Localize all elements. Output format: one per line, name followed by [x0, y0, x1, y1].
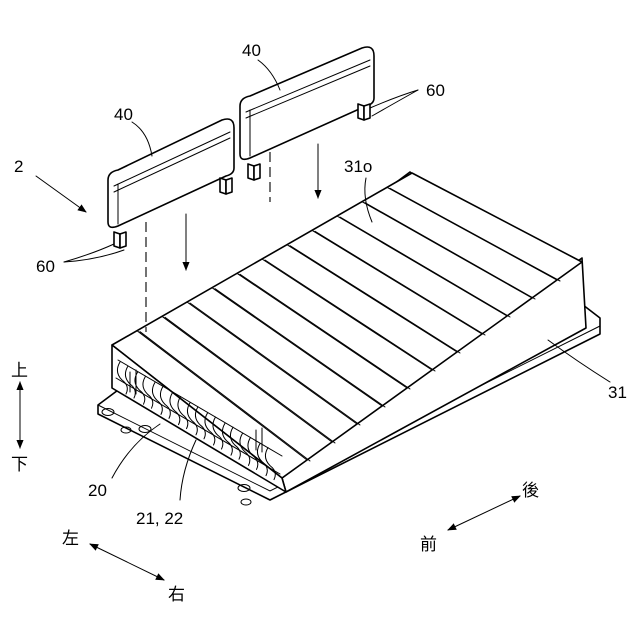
- direction-back-label: 後: [522, 481, 539, 501]
- ref-21-22-label: 21, 22: [136, 509, 183, 528]
- ref-40-right-label: 40: [242, 41, 261, 60]
- ref-31o-label: 31o: [344, 157, 372, 176]
- lid-left: [108, 119, 234, 227]
- direction-down-label: 下: [11, 455, 28, 475]
- ref-40-left-label: 40: [114, 105, 133, 124]
- ref-60-right-label: 60: [426, 81, 445, 100]
- ref-31-label: 31: [608, 383, 627, 402]
- ref-20-label: 20: [88, 481, 107, 500]
- ref-60-left-label: 60: [36, 257, 55, 276]
- direction-right-label: 右: [168, 585, 185, 605]
- ref-2-label: 2: [14, 157, 23, 176]
- direction-up-label: 上: [11, 361, 28, 381]
- main-body: [98, 172, 600, 500]
- direction-left-label: 左: [62, 529, 79, 549]
- direction-front-label: 前: [420, 535, 437, 555]
- lid-right: [240, 47, 374, 159]
